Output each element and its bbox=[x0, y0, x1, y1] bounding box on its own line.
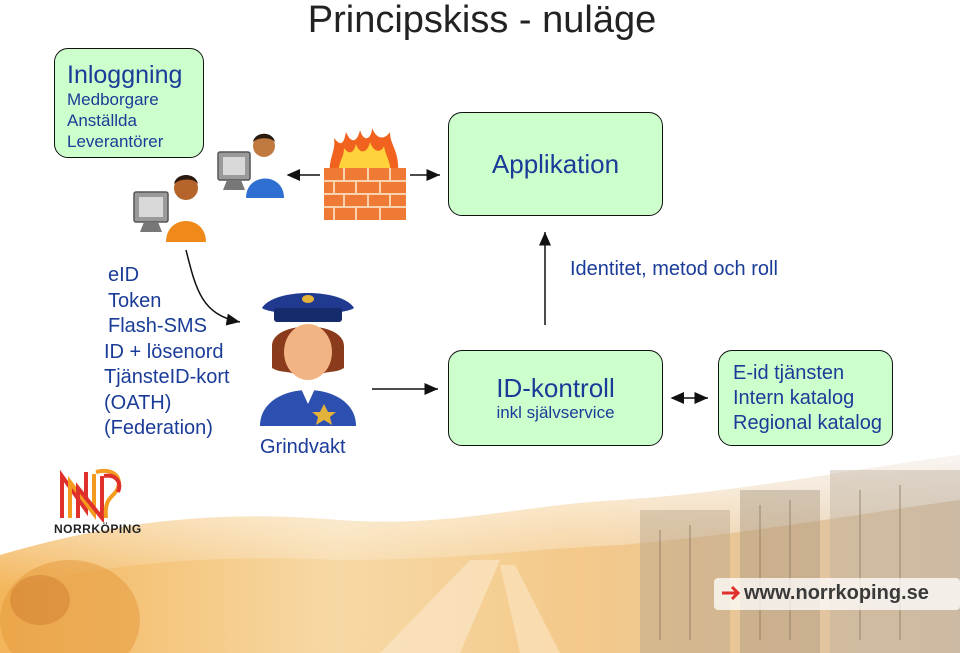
eid-service-line: E-id tjänsten bbox=[733, 361, 845, 384]
norrkoping-logo-icon bbox=[60, 469, 122, 522]
guard-icon bbox=[260, 293, 356, 426]
page-title: Principskiss - nuläge bbox=[307, 0, 657, 41]
auth-methods-list: eID Token Flash-SMS ID + lösenord Tjänst… bbox=[104, 263, 230, 442]
url-backdrop bbox=[714, 578, 960, 610]
auth-method-item: (OATH) bbox=[104, 391, 172, 414]
auth-method-item: ID + lösenord bbox=[104, 340, 224, 363]
website-link[interactable]: www.norrkoping.se bbox=[744, 582, 929, 604]
auth-method-item: eID bbox=[108, 264, 140, 286]
login-line-citizens: Medborgare bbox=[67, 90, 159, 109]
identity-method-role-label: Identitet, metod och roll bbox=[570, 258, 778, 280]
id-control-box: ID-kontroll inkl självservice bbox=[448, 350, 663, 446]
application-label: Applikation bbox=[491, 148, 620, 179]
auth-method-item: TjänsteID-kort bbox=[104, 366, 230, 388]
auth-method-item: Token bbox=[108, 289, 162, 312]
user-computer-icon bbox=[133, 175, 206, 242]
auth-method-item: Flash-SMS bbox=[108, 315, 207, 337]
auth-method-item: (Federation) bbox=[104, 417, 213, 439]
login-box: Inloggning Medborgare Anställda Leverant… bbox=[54, 48, 204, 158]
login-line-employees: Anställda bbox=[67, 111, 137, 130]
id-control-heading: ID-kontroll bbox=[496, 373, 615, 403]
eid-service-line: Intern katalog bbox=[733, 386, 855, 409]
application-box: Applikation bbox=[448, 112, 663, 216]
arrow-right-icon bbox=[722, 586, 740, 600]
login-heading: Inloggning bbox=[67, 61, 183, 89]
user-computer-icon bbox=[217, 133, 284, 198]
firewall-icon bbox=[324, 128, 406, 220]
eid-service-line: Regional katalog bbox=[733, 411, 882, 434]
eid-service-box: E-id tjänsten Intern katalog Regional ka… bbox=[718, 350, 893, 446]
login-line-suppliers: Leverantörer bbox=[67, 132, 164, 151]
guard-label: Grindvakt bbox=[260, 436, 346, 458]
id-control-sub: inkl självservice bbox=[496, 403, 615, 422]
logo-text: NORRKÖPING bbox=[54, 522, 142, 536]
